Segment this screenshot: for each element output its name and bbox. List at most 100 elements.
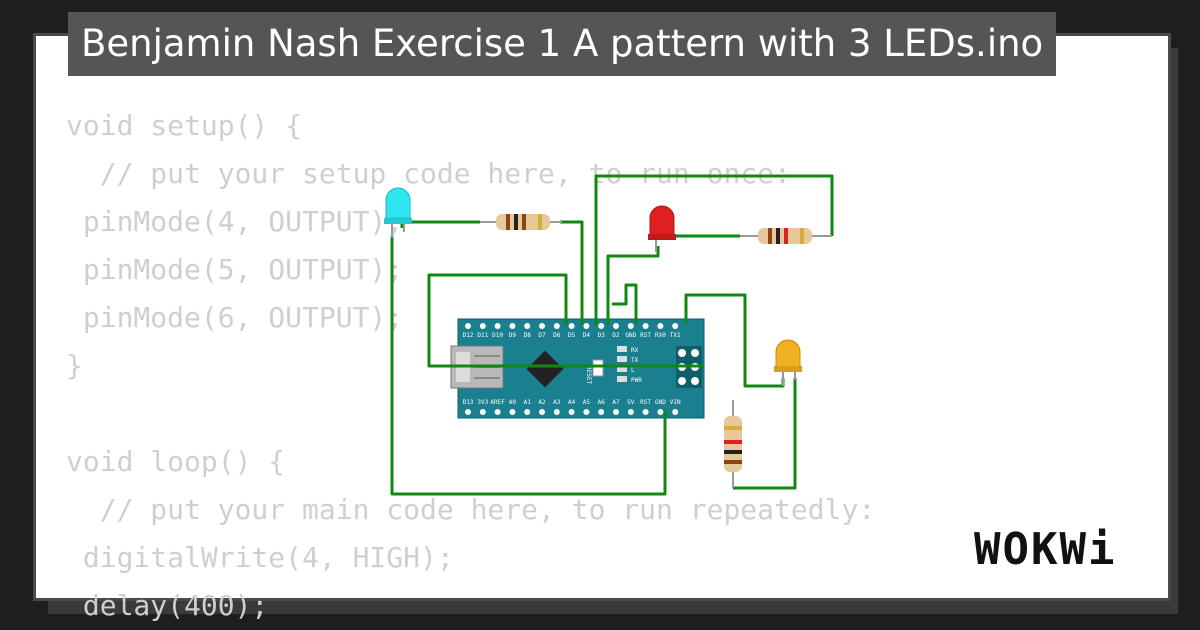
header-pin[interactable] bbox=[657, 323, 664, 329]
header-pin[interactable] bbox=[465, 409, 471, 415]
reset-button[interactable] bbox=[592, 359, 604, 377]
pin-label: VIN bbox=[670, 399, 681, 406]
reset-label: RESET bbox=[585, 366, 592, 384]
resistor-2[interactable] bbox=[740, 228, 832, 244]
pin-label: TX1 bbox=[670, 332, 681, 339]
pin-label: A7 bbox=[612, 399, 620, 406]
code-line: // put your setup code here, to run once… bbox=[66, 157, 791, 190]
pwr-label: PWR bbox=[631, 377, 642, 384]
header-pin[interactable] bbox=[539, 323, 545, 329]
header-pin[interactable] bbox=[657, 409, 664, 415]
pin-label: A2 bbox=[538, 399, 546, 406]
pin-label: A1 bbox=[524, 399, 532, 406]
code-editor: void setup() { // put your setup code he… bbox=[66, 102, 875, 630]
header-pin[interactable] bbox=[672, 409, 679, 415]
header-pin[interactable] bbox=[494, 323, 501, 329]
pin-label: 5V bbox=[627, 399, 635, 406]
pin-label: A3 bbox=[553, 399, 561, 406]
header-pin[interactable] bbox=[524, 409, 531, 415]
header-pin[interactable] bbox=[568, 323, 575, 329]
code-line: pinMode(4, OUTPUT); bbox=[66, 205, 404, 238]
pin-label: D13 bbox=[463, 399, 474, 406]
preview-card: void setup() { // put your setup code he… bbox=[33, 33, 1171, 622]
header-pin[interactable] bbox=[642, 323, 649, 329]
header-pin[interactable] bbox=[568, 409, 575, 415]
led-red[interactable] bbox=[648, 205, 676, 252]
header-pin[interactable] bbox=[642, 409, 649, 415]
header-pin[interactable] bbox=[583, 323, 590, 329]
led-cyan[interactable] bbox=[384, 187, 412, 238]
code-line: digitalWrite(4, HIGH); bbox=[66, 541, 454, 574]
pin-label: D3 bbox=[598, 332, 606, 339]
pin-label: A6 bbox=[598, 399, 606, 406]
header-pin[interactable] bbox=[509, 409, 516, 415]
pin-label: AREF bbox=[490, 399, 505, 406]
header-pin[interactable] bbox=[613, 409, 619, 415]
header-pin[interactable] bbox=[539, 409, 545, 415]
header-pin[interactable] bbox=[524, 323, 531, 329]
pin-label: A0 bbox=[509, 399, 517, 406]
pin-label: D2 bbox=[612, 332, 620, 339]
code-line: delay(400); bbox=[66, 589, 269, 622]
pin-label: D10 bbox=[492, 332, 503, 339]
code-line: pinMode(6, OUTPUT); bbox=[66, 301, 404, 334]
pin-label: 3V3 bbox=[477, 399, 488, 406]
wire-gnd-loop[interactable] bbox=[612, 283, 638, 324]
header-pin[interactable] bbox=[598, 409, 605, 415]
led-yellow[interactable] bbox=[774, 339, 802, 386]
wire-d4-red-resistor[interactable] bbox=[594, 174, 834, 325]
resistor-1[interactable] bbox=[480, 214, 562, 230]
pin-label: D4 bbox=[583, 332, 591, 339]
header-pin[interactable] bbox=[672, 323, 679, 329]
wire-yellow-resistor[interactable] bbox=[733, 378, 797, 490]
code-line: pinMode(5, OUTPUT); bbox=[66, 253, 404, 286]
wire-red-led-gnd[interactable] bbox=[606, 246, 660, 325]
header-pin[interactable] bbox=[479, 409, 486, 415]
pin-label: RST bbox=[640, 399, 651, 406]
l-label: L bbox=[631, 367, 635, 374]
pwr-led bbox=[617, 376, 627, 382]
wire-cyan-led-resistor[interactable] bbox=[400, 220, 480, 228]
pin-label: D7 bbox=[538, 332, 546, 339]
code-line: // put your main code here, to run repea… bbox=[66, 493, 876, 526]
header-pin[interactable] bbox=[583, 409, 590, 415]
pin-label: D5 bbox=[568, 332, 576, 339]
pin-label: RST bbox=[640, 332, 651, 339]
pin-label: D9 bbox=[509, 332, 517, 339]
header-pin[interactable] bbox=[509, 323, 516, 329]
header-pin[interactable] bbox=[553, 323, 560, 329]
code-line: } bbox=[66, 349, 83, 382]
pin-label: GND bbox=[625, 332, 636, 339]
header-pin[interactable] bbox=[627, 409, 634, 415]
code-line: void setup() { bbox=[66, 109, 303, 142]
header-pin[interactable] bbox=[598, 323, 605, 329]
pin-label: D6 bbox=[553, 332, 561, 339]
tx-led bbox=[617, 356, 627, 362]
wokwi-logo: WOKWi bbox=[974, 524, 1117, 575]
pin-label: A4 bbox=[568, 399, 576, 406]
wire-resistor-d5[interactable] bbox=[560, 220, 584, 325]
tx-label: TX bbox=[631, 357, 639, 364]
chip-icon bbox=[526, 350, 564, 388]
pin-label: A5 bbox=[583, 399, 591, 406]
wire-cyan-gnd-return[interactable] bbox=[390, 236, 667, 496]
wire-d6-cyan-resistor[interactable] bbox=[427, 273, 704, 368]
l-led bbox=[617, 366, 627, 372]
header-pin[interactable] bbox=[465, 323, 471, 329]
pin-label: D8 bbox=[524, 332, 532, 339]
rx-label: RX bbox=[631, 347, 639, 354]
header-pin[interactable] bbox=[627, 323, 634, 329]
header-pin[interactable] bbox=[613, 323, 619, 329]
pin-label: D11 bbox=[477, 332, 488, 339]
header-pin[interactable] bbox=[553, 409, 560, 415]
pin-label: RX0 bbox=[655, 332, 666, 339]
header-pin[interactable] bbox=[494, 409, 501, 415]
resistor-3[interactable] bbox=[724, 400, 742, 488]
pin-label: GND bbox=[655, 399, 666, 406]
header-pin[interactable] bbox=[479, 323, 486, 329]
project-title: Benjamin Nash Exercise 1 A pattern with … bbox=[68, 12, 1057, 76]
pin-label: D12 bbox=[463, 332, 474, 339]
rx-led bbox=[617, 346, 627, 352]
